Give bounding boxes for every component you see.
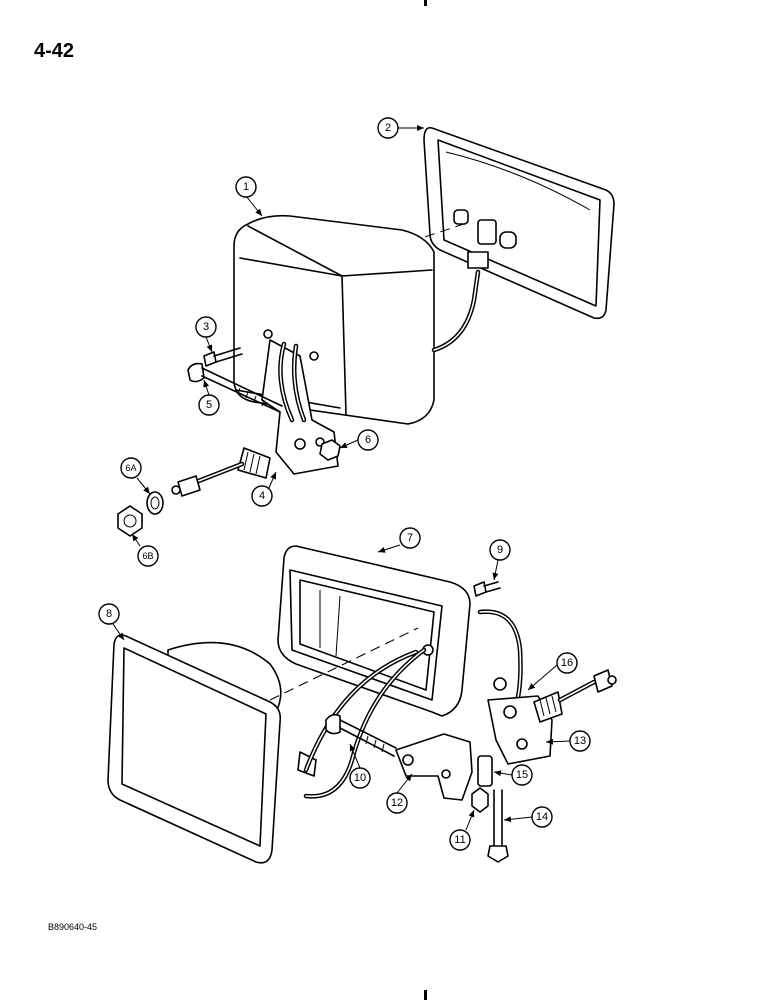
part-6b-nut — [117, 505, 143, 537]
svg-text:4: 4 — [259, 490, 265, 502]
part-9-screw — [473, 581, 501, 597]
part-6-nut — [319, 439, 341, 461]
callout-5: 5 — [198, 394, 220, 416]
page-number: 4-42 — [34, 40, 75, 62]
crop-mark-top — [424, 0, 427, 6]
part-5-bolt — [187, 362, 283, 413]
part-16-cable — [493, 669, 617, 703]
callout-8: 8 — [98, 603, 120, 625]
callout-11: 11 — [449, 829, 471, 851]
callout-16: 16 — [556, 652, 578, 674]
part-13-bracket — [487, 691, 563, 765]
crop-mark-bottom — [424, 990, 427, 1000]
part-12-mounting-bracket — [395, 733, 473, 801]
part-3-screw — [203, 347, 243, 367]
callout-10: 10 — [349, 767, 371, 789]
part-7-lamp-housing — [277, 545, 471, 717]
callout-15: 15 — [511, 764, 533, 786]
svg-text:11: 11 — [454, 834, 465, 846]
svg-text:6A: 6A — [125, 463, 136, 473]
svg-text:14: 14 — [536, 811, 548, 823]
svg-text:7: 7 — [407, 532, 413, 544]
callout-1: 1 — [235, 176, 257, 198]
svg-text:13: 13 — [574, 735, 586, 747]
callout-7: 7 — [399, 527, 421, 549]
part-11-nut — [471, 787, 489, 813]
illustration-reference-code: B890640-45 — [48, 922, 98, 932]
part-15-spacer — [477, 755, 493, 787]
svg-text:3: 3 — [203, 321, 209, 333]
svg-text:5: 5 — [206, 399, 212, 411]
svg-text:15: 15 — [516, 769, 528, 781]
callout-9: 9 — [489, 539, 511, 561]
part-10-bolt — [325, 713, 397, 757]
callout-4: 4 — [251, 485, 273, 507]
svg-text:1: 1 — [243, 181, 249, 193]
callout-14: 14 — [531, 806, 553, 828]
svg-text:8: 8 — [106, 608, 112, 620]
callout-6a: 6A — [120, 457, 142, 479]
part-8-sealed-beam-lamp — [107, 634, 317, 864]
svg-text:10: 10 — [354, 772, 366, 784]
callout-2: 2 — [377, 117, 399, 139]
callout-12: 12 — [386, 792, 408, 814]
callout-6b: 6B — [137, 545, 159, 567]
callout-3: 3 — [195, 316, 217, 338]
part-14-bolt — [487, 789, 509, 863]
part-2-sealed-beam-lamp — [423, 126, 615, 320]
svg-text:6B: 6B — [142, 551, 153, 561]
svg-text:2: 2 — [385, 122, 391, 134]
svg-text:12: 12 — [391, 797, 403, 809]
svg-text:6: 6 — [365, 434, 371, 446]
callout-13: 13 — [569, 730, 591, 752]
part-6a-lock-washer — [146, 491, 164, 515]
svg-text:16: 16 — [561, 657, 573, 669]
svg-text:9: 9 — [497, 544, 503, 556]
callout-6: 6 — [357, 429, 379, 451]
